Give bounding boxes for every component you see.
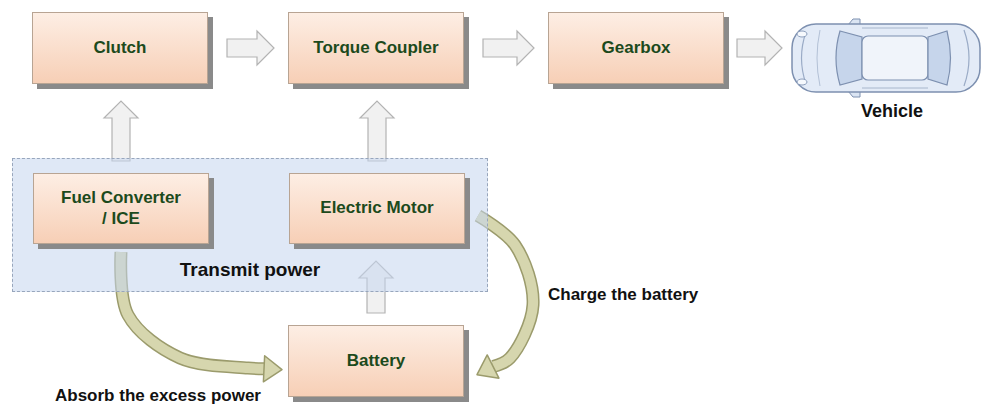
car-headlight [797, 31, 807, 37]
block-arrow [483, 31, 534, 65]
component-box: Torque Coupler [288, 12, 464, 84]
block-arrow-shape [227, 31, 274, 65]
block-arrow-shape [737, 31, 782, 65]
car-trunk-line [964, 30, 969, 86]
block-arrow-shape [360, 101, 394, 161]
node-label: Fuel Converter / ICE [53, 188, 190, 229]
band-heading: Transmit power [13, 259, 487, 282]
car-headlight [797, 79, 807, 85]
node-label: Gearbox [596, 38, 677, 58]
node-label: Clutch [88, 38, 153, 58]
node-label: Vehicle [847, 101, 923, 123]
component-box: Clutch [32, 12, 208, 84]
power-source-band: Transmit power Fuel Converter / ICE Electr… [12, 158, 488, 292]
node-label: Torque Coupler [307, 38, 444, 58]
component-box: Gearbox [548, 12, 724, 84]
car-body [792, 24, 980, 92]
car-hood-line [817, 30, 820, 86]
car-illustration [792, 19, 980, 97]
block-arrow-shape [104, 101, 138, 161]
node-label: Battery [341, 351, 412, 371]
component-box: Battery [288, 325, 464, 397]
component-box: Fuel Converter / ICE [33, 173, 209, 244]
block-arrow [737, 31, 782, 65]
block-arrow [360, 101, 394, 161]
edge-label: Absorb the excess power [55, 386, 261, 406]
car-rear-window [928, 31, 951, 85]
car-windshield [836, 31, 862, 85]
node-label: Electric Motor [314, 198, 439, 218]
edge-label: Charge the battery [548, 285, 698, 305]
arrow-head [263, 356, 282, 382]
block-arrow [104, 101, 138, 161]
car-roof [862, 36, 928, 80]
car-hood-line [802, 32, 807, 84]
component-box: Electric Motor [289, 173, 465, 244]
car-side-line [862, 28, 928, 88]
vehicle-node: Vehicle [790, 14, 980, 123]
block-arrow-shape [483, 31, 534, 65]
arrow-head [477, 355, 499, 378]
block-arrow [227, 31, 274, 65]
